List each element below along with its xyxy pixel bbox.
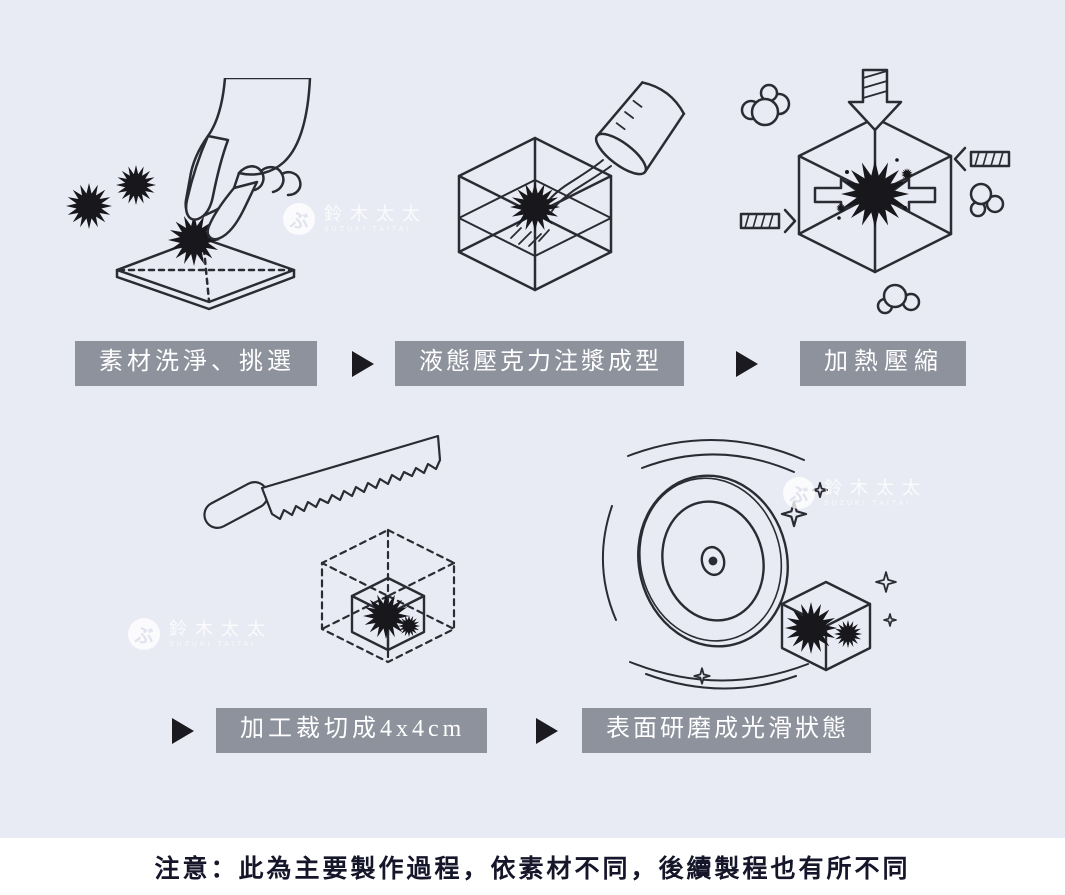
step-label-3: 加熱壓縮	[800, 341, 966, 387]
step-label-5: 表面研磨成光滑狀態	[582, 708, 871, 754]
specimen-ball-icon	[398, 615, 420, 637]
step-label-2: 液態壓克力注漿成型	[395, 341, 684, 387]
specimen-ball-icon	[834, 620, 862, 648]
sparkle-icon	[883, 613, 897, 627]
step-label-1: 素材洗淨、挑選	[75, 341, 317, 387]
motion-arc-icon	[601, 439, 809, 690]
step-label-2-text: 液態壓克力注漿成型	[419, 349, 662, 375]
measuring-cup-icon	[542, 81, 686, 212]
step-label-4: 加工裁切成4x4cm	[216, 708, 488, 754]
flow-arrow-icon	[172, 718, 194, 744]
polishing-wheel-icon	[637, 474, 789, 648]
illustration-step5-polishing	[598, 436, 898, 721]
specimen-ball-icon	[510, 182, 560, 232]
step-label-5-text: 表面研磨成光滑狀態	[606, 716, 849, 742]
smoke-cloud-icon	[969, 182, 1005, 218]
press-arrow-down-icon	[847, 68, 903, 132]
flow-arrow-icon	[352, 351, 374, 377]
hand-icon	[184, 78, 312, 241]
splatter-dots	[837, 158, 907, 220]
sparkle-icon	[693, 667, 711, 685]
sparkle-icon	[875, 571, 897, 593]
specimen-ball-icon	[66, 183, 112, 229]
footer-note-text: 注意：此為主要製作過程，依素材不同，後續製程也有所不同	[154, 855, 911, 883]
specimen-ball-icon	[841, 160, 909, 228]
flow-arrow-icon	[536, 718, 558, 744]
sparkle-icon	[780, 500, 808, 528]
pressure-ribbon-right-icon	[953, 146, 1011, 172]
specimen-ball-icon	[116, 165, 156, 205]
illustration-step4-cutting	[192, 430, 477, 705]
pour-stream-icon	[551, 165, 612, 212]
specimen-ball-icon	[363, 593, 409, 639]
smoke-cloud-icon	[876, 283, 921, 315]
saw-icon	[203, 434, 442, 529]
splatter-icon	[901, 168, 913, 180]
illustration-step3-heat-press	[735, 66, 1015, 328]
brand-logo-icon: ぶ	[128, 618, 160, 650]
pressure-ribbon-left-icon	[739, 208, 797, 234]
footer-note-bar: 注意：此為主要製作過程，依素材不同，後續製程也有所不同	[0, 838, 1065, 895]
smoke-cloud-icon	[740, 83, 791, 127]
illustration-step1-wash-select	[62, 78, 342, 313]
splatter-icon	[836, 203, 846, 213]
step-label-3-text: 加熱壓縮	[824, 349, 944, 375]
sparkle-icon	[811, 481, 829, 499]
illustration-step2-casting	[425, 80, 690, 315]
step-label-4-text: 加工裁切成4x4cm	[240, 716, 466, 742]
step-label-1-text: 素材洗淨、挑選	[99, 349, 295, 375]
specimen-ball-icon	[785, 602, 837, 654]
flow-arrow-icon	[736, 351, 758, 377]
hatch-shading	[510, 217, 550, 247]
